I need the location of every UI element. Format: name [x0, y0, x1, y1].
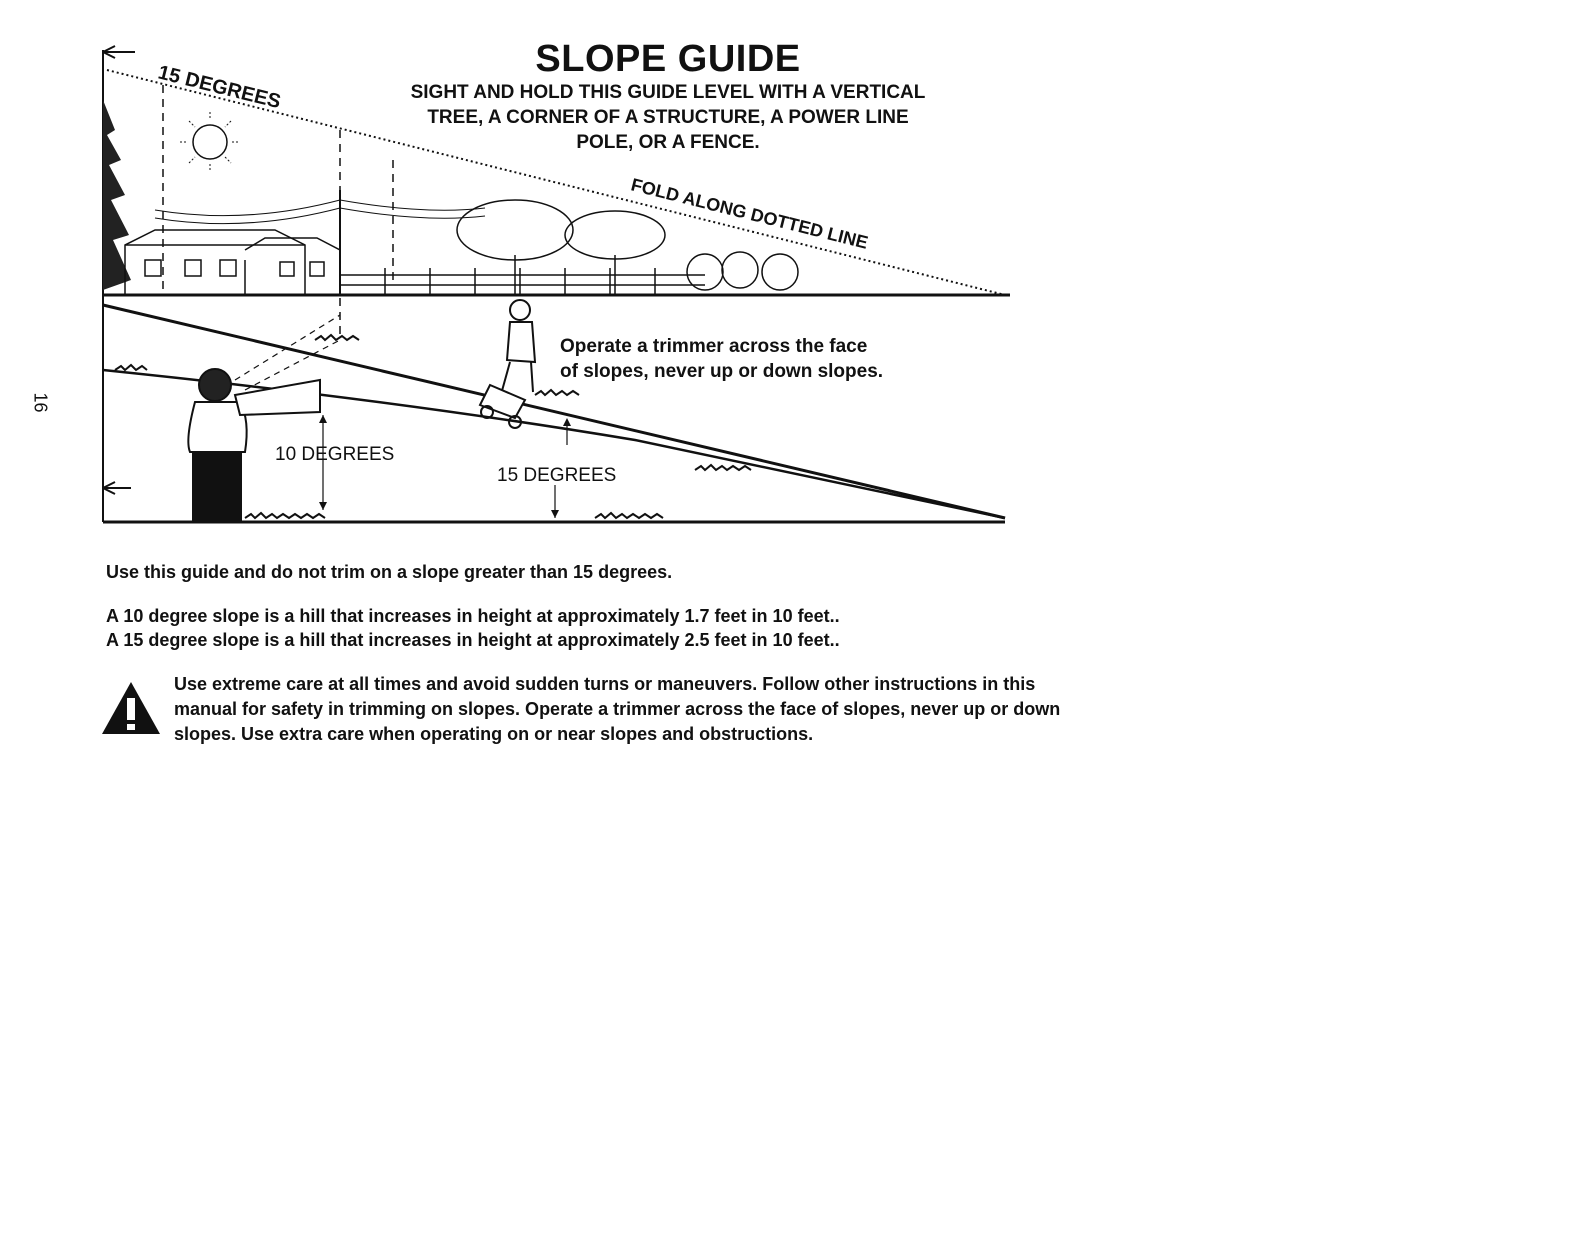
page-title: SLOPE GUIDE [448, 38, 888, 81]
label-10-degrees: 10 DEGREES [275, 444, 394, 465]
sun-icon [180, 112, 240, 172]
warning-line: slopes. Use extra care when operating on… [174, 722, 1184, 747]
subtitle-line: SIGHT AND HOLD THIS GUIDE LEVEL WITH A V… [348, 80, 988, 105]
warning-line: Use extreme care at all times and avoid … [174, 672, 1184, 697]
fence-icon [340, 268, 705, 295]
warning-text: Use extreme care at all times and avoid … [174, 672, 1184, 747]
label-15-degrees-bottom: 15 DEGREES [497, 465, 616, 486]
top-arrow-icon [103, 46, 135, 58]
label-15-degrees-top: 15 DEGREES [156, 62, 283, 114]
operate-line: Operate a trimmer across the face [560, 334, 980, 359]
operate-note: Operate a trimmer across the face of slo… [560, 334, 980, 384]
subtitle-line: POLE, OR A FENCE. [348, 130, 988, 155]
warning-line: manual for safety in trimming on slopes.… [174, 697, 1184, 722]
label-fold-line: FOLD ALONG DOTTED LINE [629, 174, 870, 252]
subtitle-line: TREE, A CORNER OF A STRUCTURE, A POWER L… [348, 105, 988, 130]
slope-15-paragraph: A 15 degree slope is a hill that increas… [106, 628, 840, 652]
tree-icon [103, 100, 131, 295]
page-number: 16 [30, 392, 51, 412]
slope-10-paragraph: A 10 degree slope is a hill that increas… [106, 604, 840, 628]
operate-line: of slopes, never up or down slopes. [560, 359, 980, 384]
guide-paragraph: Use this guide and do not trim on a slop… [106, 560, 672, 584]
house-icon [125, 230, 340, 295]
trimmer-operator-icon [480, 300, 535, 428]
bottom-arrow-icon [103, 482, 131, 494]
subtitle: SIGHT AND HOLD THIS GUIDE LEVEL WITH A V… [348, 80, 988, 155]
warning-triangle-icon [100, 680, 162, 736]
